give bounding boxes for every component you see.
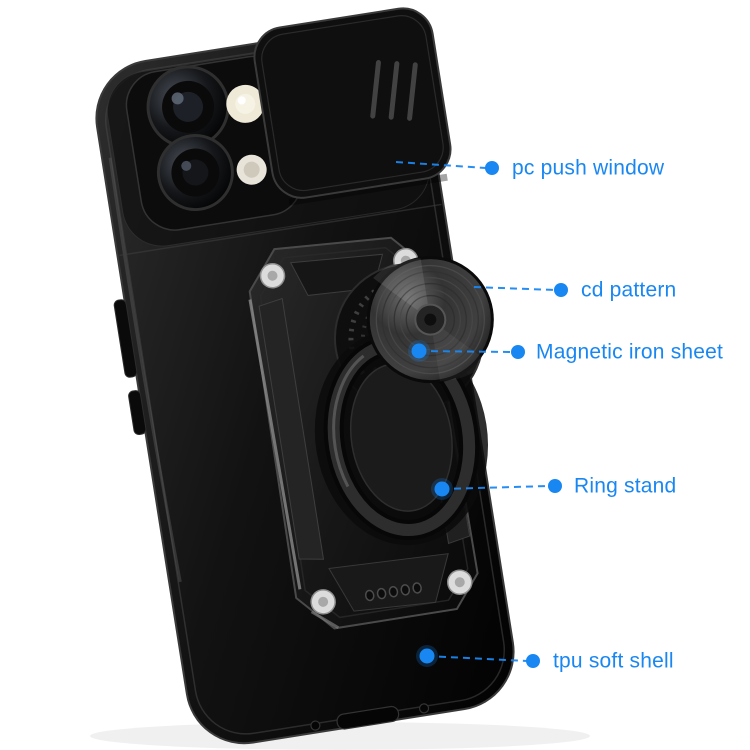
volume-button bbox=[113, 299, 138, 378]
power-button bbox=[128, 390, 147, 436]
annotation-label-cd-pattern: cd pattern bbox=[581, 278, 677, 302]
annotation-feature-dot bbox=[411, 343, 427, 359]
annotation-feature-dot bbox=[419, 648, 435, 664]
camera-lens-top bbox=[146, 65, 230, 149]
annotation-label-dot bbox=[548, 479, 562, 493]
plate-edge-trim-left bbox=[248, 299, 302, 590]
plate-grille bbox=[364, 582, 422, 602]
camera-section-seam bbox=[119, 203, 442, 257]
annotation-feature-dot bbox=[434, 481, 450, 497]
annotation-label-pc-push-window: pc push window bbox=[512, 156, 665, 180]
camera-lens-bottom bbox=[156, 134, 234, 212]
camera-sensor bbox=[236, 154, 267, 185]
slide-cover-grip-lines bbox=[370, 60, 418, 121]
bottom-ports bbox=[310, 703, 430, 731]
camera-flash bbox=[226, 84, 265, 123]
annotation-label-dot bbox=[526, 654, 540, 668]
annotation-line bbox=[418, 350, 513, 353]
plate-edge-trim-bottom bbox=[310, 610, 340, 630]
plate-facet-bottom bbox=[328, 553, 449, 612]
annotation-label-dot bbox=[485, 161, 499, 175]
phone-case bbox=[95, 7, 515, 745]
slide-cover bbox=[253, 7, 452, 206]
plate-facet-left bbox=[258, 297, 325, 560]
annotation-line bbox=[473, 286, 556, 291]
annotation-line bbox=[441, 485, 550, 490]
annotation-line bbox=[426, 655, 528, 662]
annotation-line bbox=[395, 161, 487, 169]
annotation-label-dot bbox=[554, 283, 568, 297]
annotation-label-magnetic-iron-sheet: Magnetic iron sheet bbox=[536, 340, 724, 364]
annotation-label-tpu-soft-shell: tpu soft shell bbox=[553, 649, 674, 673]
annotation-label-ring-stand: Ring stand bbox=[574, 474, 677, 498]
case-left-highlight bbox=[108, 157, 182, 583]
annotation-label-dot bbox=[511, 345, 525, 359]
